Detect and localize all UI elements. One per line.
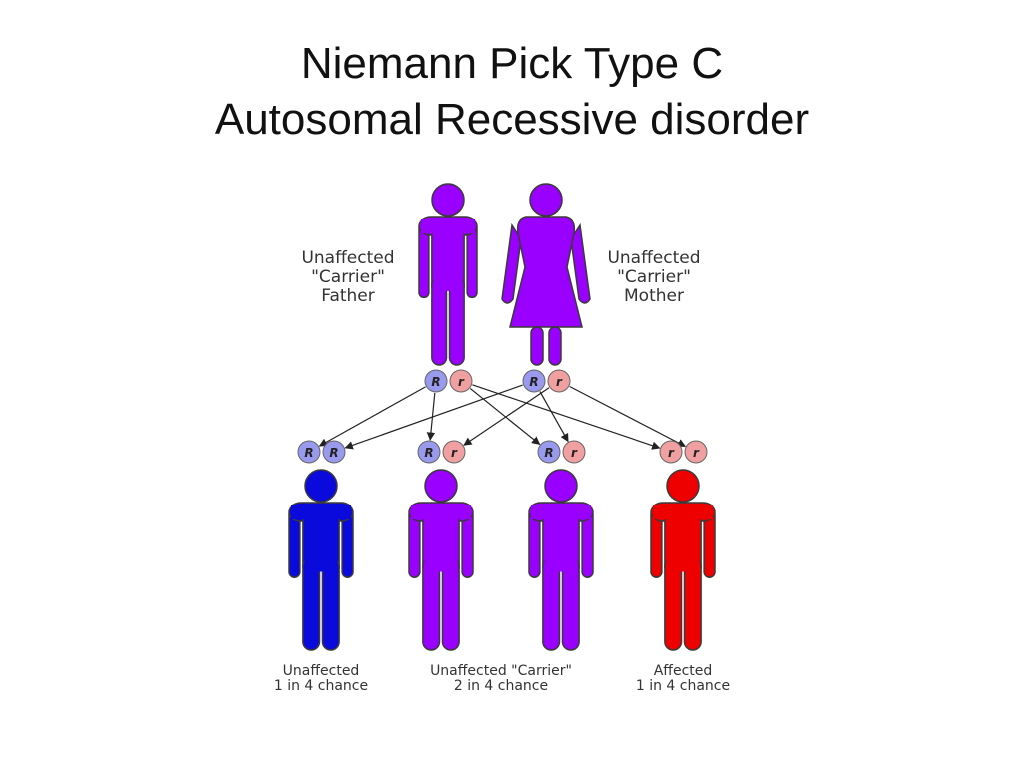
child-figure-3	[528, 469, 594, 651]
outcome-label-carrier: Unaffected "Carrier" 2 in 4 chance	[430, 663, 572, 694]
arrow-mother-to-child-2	[463, 387, 550, 446]
father-allele-1: R	[424, 369, 448, 393]
child-figure-2-seam-torso	[424, 511, 458, 572]
child-3-allele-1-letter: R	[544, 446, 553, 460]
people-figures	[288, 183, 716, 651]
arrow-father-to-child-3	[469, 388, 541, 445]
father-figure-seam-torso	[433, 225, 463, 291]
outcome-label-unaffected: Unaffected 1 in 4 chance	[274, 663, 368, 694]
child-figure-2	[408, 469, 474, 651]
arrow-mother-to-child-3	[539, 391, 569, 443]
child-figure-1	[288, 469, 354, 651]
child-1-allele-2: R	[322, 440, 346, 464]
arrow-father-to-child-1	[318, 386, 426, 447]
arrow-father-to-child-2	[426, 392, 436, 441]
arrow-mother-to-child-4	[569, 385, 687, 448]
mother-figure	[501, 183, 591, 366]
mother-allele-2-letter: r	[556, 375, 563, 389]
mother-label-line-1: Unaffected	[607, 248, 700, 268]
child-figure-2-left-leg	[422, 557, 441, 651]
child-figure-4	[650, 469, 716, 651]
mother-figure-left-arm	[501, 222, 522, 304]
child-figure-4-seam-torso	[666, 511, 700, 572]
child-2-allele-1: R	[417, 440, 441, 464]
mother-figure-dress	[509, 216, 583, 328]
child-figure-1-seam-torso	[304, 511, 338, 572]
child-4-allele-1-circle	[659, 440, 683, 464]
title-line-1: Niemann Pick Type C	[300, 39, 724, 88]
mother-label-line-3: Mother	[624, 286, 684, 306]
child-figure-1-right-leg	[321, 557, 340, 651]
mother-figure-right-leg	[548, 326, 562, 366]
child-figure-2-head	[424, 469, 458, 503]
child-figure-3-right-leg	[561, 557, 580, 651]
father-figure	[418, 183, 478, 366]
child-2-allele-1-letter: R	[424, 446, 433, 460]
child-figure-4-head	[666, 469, 700, 503]
child-4-allele-1: r	[659, 440, 683, 464]
father-label-line-2: "Carrier"	[311, 267, 385, 287]
father-allele-2: r	[449, 369, 473, 393]
outcome-unaffected-line-1: Unaffected	[283, 663, 360, 679]
outcome-affected-line-1: Affected	[654, 663, 713, 679]
mother-allele-2-circle	[547, 369, 571, 393]
child-figure-4-right-leg	[683, 557, 702, 651]
mother-allele-1-letter: R	[529, 375, 538, 389]
mother-allele-1-circle	[522, 369, 546, 393]
child-2-allele-1-circle	[417, 440, 441, 464]
child-3-allele-2-circle	[562, 440, 586, 464]
slide-title: Niemann Pick Type C Autosomal Recessive …	[0, 36, 1024, 148]
child-4-allele-1-letter: r	[668, 446, 675, 460]
child-3-allele-2: r	[562, 440, 586, 464]
father-label-line-3: Father	[321, 286, 375, 306]
outcome-label-affected: Affected 1 in 4 chance	[636, 663, 730, 694]
father-label: Unaffected "Carrier" Father	[301, 248, 394, 306]
child-3-allele-1-circle	[537, 440, 561, 464]
child-3-allele-2-letter: r	[571, 446, 578, 460]
father-allele-2-letter: r	[458, 375, 465, 389]
child-4-allele-2-letter: r	[693, 446, 700, 460]
child-1-allele-1: R	[297, 440, 321, 464]
child-1-allele-1-letter: R	[304, 446, 313, 460]
father-allele-1-letter: R	[431, 375, 440, 389]
child-4-allele-2-circle	[684, 440, 708, 464]
father-allele-2-circle	[449, 369, 473, 393]
child-4-allele-2: r	[684, 440, 708, 464]
title-line-2: Autosomal Recessive disorder	[214, 95, 810, 144]
child-figure-2-right-leg	[441, 557, 460, 651]
child-1-allele-1-circle	[297, 440, 321, 464]
inheritance-arrows	[318, 384, 687, 450]
child-figure-1-head	[304, 469, 338, 503]
father-allele-1-circle	[424, 369, 448, 393]
father-figure-head	[431, 183, 465, 217]
mother-label-line-2: "Carrier"	[617, 267, 691, 287]
outcome-affected-line-2: 1 in 4 chance	[636, 678, 730, 694]
child-figure-3-left-leg	[542, 557, 561, 651]
arrow-father-to-child-4	[472, 384, 661, 450]
mother-label: Unaffected "Carrier" Mother	[607, 248, 700, 306]
mother-figure-head	[529, 183, 563, 217]
child-2-allele-2-letter: r	[451, 446, 458, 460]
child-figure-3-head	[544, 469, 578, 503]
child-figure-4-left-leg	[664, 557, 683, 651]
child-1-allele-2-circle	[322, 440, 346, 464]
mother-figure-left-leg	[530, 326, 544, 366]
mother-allele-1: R	[522, 369, 546, 393]
mother-allele-2: r	[547, 369, 571, 393]
child-1-allele-2-letter: R	[329, 446, 338, 460]
outcome-carrier-line-2: 2 in 4 chance	[454, 678, 548, 694]
outcome-carrier-line-1: Unaffected "Carrier"	[430, 663, 572, 679]
child-figure-1-left-leg	[302, 557, 321, 651]
child-2-allele-2-circle	[442, 440, 466, 464]
child-3-allele-1: R	[537, 440, 561, 464]
child-figure-3-seam-torso	[544, 511, 578, 572]
outcome-unaffected-line-2: 1 in 4 chance	[274, 678, 368, 694]
arrow-mother-to-child-1	[344, 384, 523, 450]
father-label-line-1: Unaffected	[301, 248, 394, 268]
mother-figure-right-arm	[570, 222, 591, 304]
child-2-allele-2: r	[442, 440, 466, 464]
